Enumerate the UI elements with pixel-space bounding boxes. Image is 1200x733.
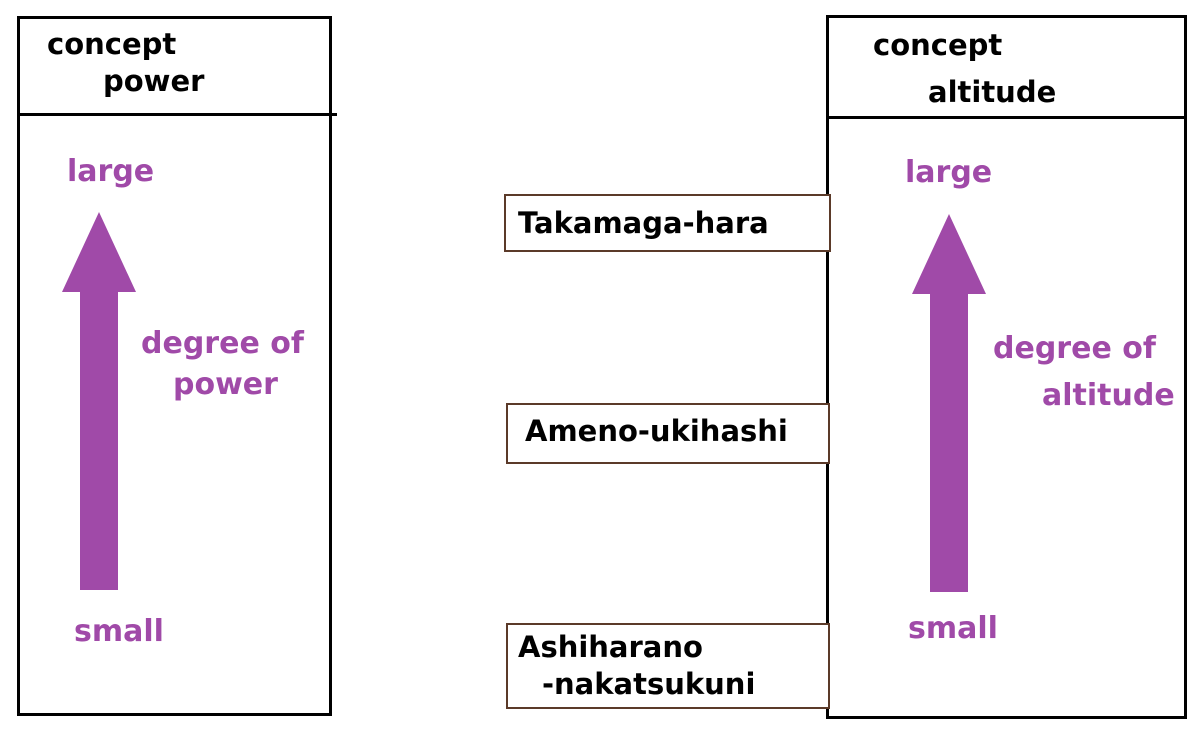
power-concept-panel	[17, 16, 332, 716]
altitude-degree-label-line1: degree of	[993, 331, 1156, 366]
place-ashiharano-nakatsukuni: Ashiharano -nakatsukuni	[506, 623, 830, 709]
power-degree-label-line2: power	[173, 367, 278, 402]
power-concept-title-line2: power	[103, 64, 205, 98]
place-takamaga-hara: Takamaga-hara	[504, 194, 831, 252]
power-up-arrow-icon	[62, 212, 136, 590]
place-takamaga-hara-label: Takamaga-hara	[518, 206, 769, 240]
altitude-concept-panel	[826, 15, 1187, 719]
altitude-concept-title-line2: altitude	[928, 75, 1057, 109]
place-ameno-ukihashi: Ameno-ukihashi	[506, 403, 830, 464]
power-degree-label-line1: degree of	[141, 326, 304, 361]
place-ashiharano-label-line2: -nakatsukuni	[542, 667, 756, 701]
altitude-up-arrow-icon	[912, 214, 986, 592]
place-ashiharano-label-line1: Ashiharano	[518, 630, 703, 664]
power-large-label: large	[67, 154, 155, 189]
power-small-label: small	[74, 614, 164, 649]
altitude-degree-label-line2: altitude	[1042, 378, 1175, 413]
altitude-small-label: small	[908, 611, 998, 646]
altitude-panel-divider	[826, 116, 1187, 119]
place-ameno-ukihashi-label: Ameno-ukihashi	[525, 414, 788, 448]
altitude-concept-title-line1: concept	[873, 28, 1003, 62]
power-concept-title-line1: concept	[47, 27, 177, 61]
altitude-large-label: large	[905, 155, 993, 190]
power-panel-divider	[17, 113, 337, 116]
